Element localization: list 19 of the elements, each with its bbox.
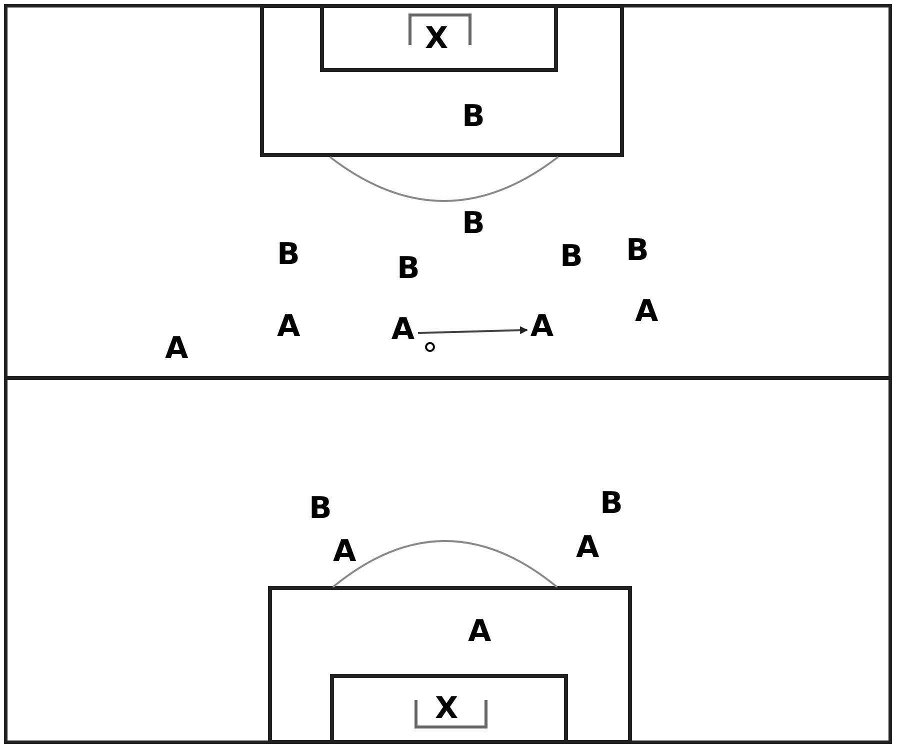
position-label: A: [277, 310, 300, 344]
position-label: A: [165, 332, 188, 366]
position-label: B: [600, 487, 623, 521]
position-label: A: [333, 535, 356, 569]
pass-arrow: [418, 326, 528, 334]
position-label: B: [462, 207, 485, 241]
position-label: B: [626, 234, 649, 268]
position-label: A: [576, 531, 600, 565]
position-label: B: [397, 252, 420, 286]
position-label: X: [435, 692, 458, 726]
player-marker: A: [388, 313, 418, 347]
position-label: B: [560, 240, 583, 274]
position-label: X: [425, 22, 448, 56]
position-label: B: [277, 238, 300, 272]
position-label: B: [309, 492, 332, 526]
position-label: B: [462, 100, 485, 134]
position-label: A: [635, 295, 658, 329]
player-marker: A: [527, 310, 557, 344]
position-label: A: [468, 615, 492, 649]
